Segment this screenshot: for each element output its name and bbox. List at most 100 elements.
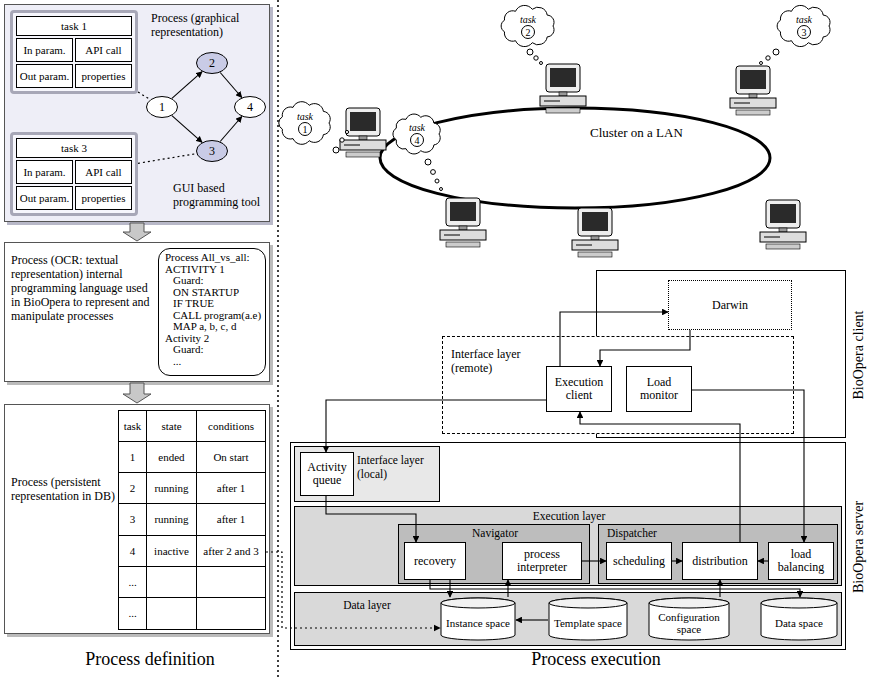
cylinder-top (441, 598, 515, 608)
label-text: ... (128, 576, 136, 588)
label-text: MAP a, b, c, d (173, 321, 259, 333)
label-text: In param. (16, 38, 73, 62)
label-text: task (409, 122, 425, 133)
cylinder-body (549, 598, 627, 640)
computer (340, 108, 386, 157)
table-cell: inactive (147, 536, 197, 567)
label-text: Interface layer (local) (357, 453, 437, 481)
label-text: 4 (130, 545, 136, 557)
connector (220, 117, 242, 142)
label-text: task 3 (16, 138, 132, 158)
label-text: Navigator (459, 526, 531, 540)
table-cell: running (147, 504, 197, 535)
label-text: properties (75, 64, 132, 88)
label-text: 2 (521, 25, 535, 39)
label-text: Out param. (16, 64, 73, 88)
label-text: 1 (159, 100, 165, 115)
connector (172, 116, 202, 143)
connector (326, 496, 416, 542)
text-slot: Cluster on a LAN (590, 126, 702, 140)
table-cell: ... (119, 567, 147, 598)
connector (719, 580, 720, 597)
label-text: task (520, 14, 536, 25)
label-text: BioOpera client (851, 310, 867, 399)
connector (692, 390, 804, 542)
table-cell (147, 598, 197, 629)
label-text: 3 (130, 513, 136, 525)
computer (760, 200, 806, 249)
task-table: task 1In param.API callOut param.propert… (10, 10, 138, 94)
cylinder-body (649, 598, 729, 640)
table-cell: conditions (197, 411, 265, 442)
connector (172, 72, 202, 99)
table-cell: 1 (119, 442, 147, 473)
table-cell (147, 567, 197, 598)
process-node: 1 (146, 96, 178, 118)
component-box: Darwin (668, 280, 792, 330)
task-table: task 3In param.API callOut param.propert… (10, 132, 138, 216)
node-ellipse (197, 141, 228, 162)
table-cell: ended (147, 442, 197, 473)
label-text: Execution client (549, 376, 609, 402)
label-text: process interpreter (505, 548, 579, 574)
text-slot: Execution layer (495, 509, 643, 523)
cylinder-top (649, 598, 729, 608)
label-text: ... (128, 607, 136, 619)
component-box: load balancing (768, 542, 834, 580)
text-slot: Process (persistent representation in DB… (11, 475, 119, 503)
label-text: BioOpera server (851, 501, 867, 593)
label-text: ... (173, 356, 259, 368)
label-text: API call (75, 38, 132, 62)
section-caption: Process definition (60, 650, 240, 670)
label-text: 1 (130, 451, 136, 463)
process-node: 4 (234, 96, 266, 118)
cloud-shape (777, 5, 830, 46)
label-text: task 1 (16, 16, 132, 36)
label-text: In param. (16, 160, 73, 184)
label-text: Process (persistent representation in DB… (11, 475, 119, 503)
connector (516, 619, 548, 620)
computer (730, 66, 776, 115)
text-slot: Process (OCR: textual representation) in… (11, 253, 159, 323)
label-text: properties (75, 186, 132, 210)
connector (580, 412, 740, 542)
label-text: Activity 2 (165, 333, 259, 345)
component-box: process interpreter (502, 542, 582, 580)
label-text: Process (graphical representation) (151, 11, 269, 39)
thought-bubbles (333, 49, 779, 191)
label-text: 3 (797, 25, 811, 39)
label-text: 4 (247, 100, 253, 115)
label-text: conditions (208, 420, 254, 432)
label-text: 2 (130, 482, 136, 494)
group-box: Process (OCR: textual representation) in… (4, 242, 270, 382)
label-text: CALL program(a.e) (173, 310, 259, 322)
computer (540, 64, 586, 113)
label-text: running (154, 513, 188, 525)
label-text: after 2 and 3 (203, 545, 258, 557)
table-cell: ... (119, 598, 147, 629)
connector (326, 400, 546, 452)
table-cell: 4 (119, 536, 147, 567)
label-text: Data space (775, 617, 823, 629)
table-cell: state (147, 411, 197, 442)
node-ellipse (197, 53, 228, 74)
component-box: recovery (404, 542, 466, 580)
component-box: distribution (682, 542, 758, 580)
thought-cloud: task4 (390, 112, 444, 156)
connector (220, 73, 242, 98)
block-arrow (123, 383, 151, 403)
section-caption: Process execution (486, 650, 706, 670)
group-box: Interface layer (local)Activity queue (294, 446, 440, 502)
label-text: Darwin (712, 299, 748, 312)
group-box: Process (persistent representation in DB… (4, 404, 270, 634)
table-cell: after 1 (197, 473, 265, 504)
node-ellipse (147, 97, 178, 118)
label-text: load balancing (771, 548, 831, 574)
cloud-shape (393, 114, 440, 154)
component-box: Execution client (546, 366, 612, 412)
connector (560, 312, 668, 366)
connector (582, 560, 606, 561)
label-text: Configuration space (650, 611, 728, 635)
label-text: ACTIVITY 1 (165, 264, 259, 276)
cloud-shape (279, 102, 330, 145)
